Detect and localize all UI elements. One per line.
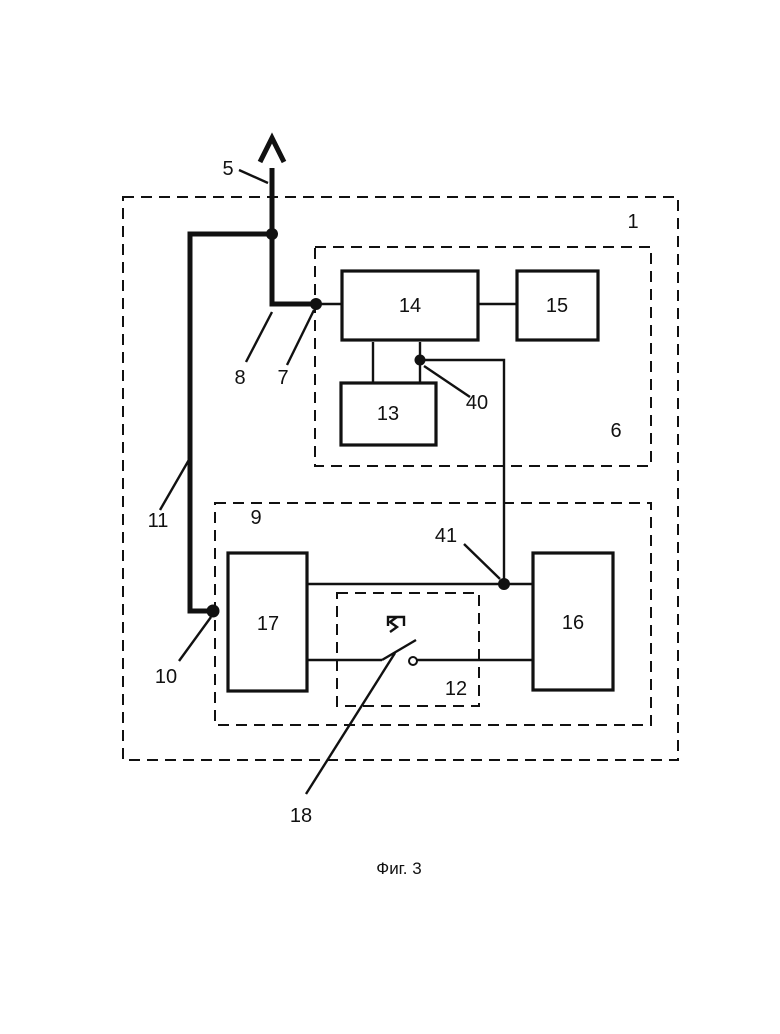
label-13: 13 (377, 403, 399, 425)
label-6: 6 (610, 420, 621, 442)
switch-contact-icon (409, 657, 417, 665)
label-41: 41 (435, 525, 457, 547)
label-5: 5 (222, 158, 233, 180)
label-10: 10 (155, 666, 177, 688)
switch-actuator-spring (390, 617, 397, 632)
leader-8 (246, 312, 272, 362)
leader-7 (287, 310, 314, 365)
leader-18 (306, 653, 395, 794)
label-9: 9 (250, 507, 261, 529)
junction-dot-7 (310, 298, 322, 310)
figure-caption: Фиг. 3 (376, 859, 421, 878)
label-17: 17 (257, 613, 279, 635)
label-1: 1 (627, 211, 638, 233)
label-18: 18 (290, 805, 312, 827)
bus-5-line (272, 168, 318, 304)
leader-41 (464, 544, 500, 579)
label-40: 40 (466, 392, 488, 414)
label-12: 12 (445, 678, 467, 700)
label-8: 8 (234, 367, 245, 389)
junction-dot-40 (415, 355, 426, 366)
label-11: 11 (148, 510, 169, 532)
junction-dot (266, 228, 278, 240)
leader-11 (160, 458, 190, 510)
label-7: 7 (277, 367, 288, 389)
leader-5 (239, 170, 268, 183)
junction-dot-10 (207, 605, 220, 618)
leader-10 (179, 617, 211, 661)
arrow-up-icon (260, 138, 284, 162)
label-14: 14 (399, 295, 421, 317)
label-15: 15 (546, 295, 568, 317)
junction-dot-41 (498, 578, 510, 590)
label-16: 16 (562, 612, 584, 634)
